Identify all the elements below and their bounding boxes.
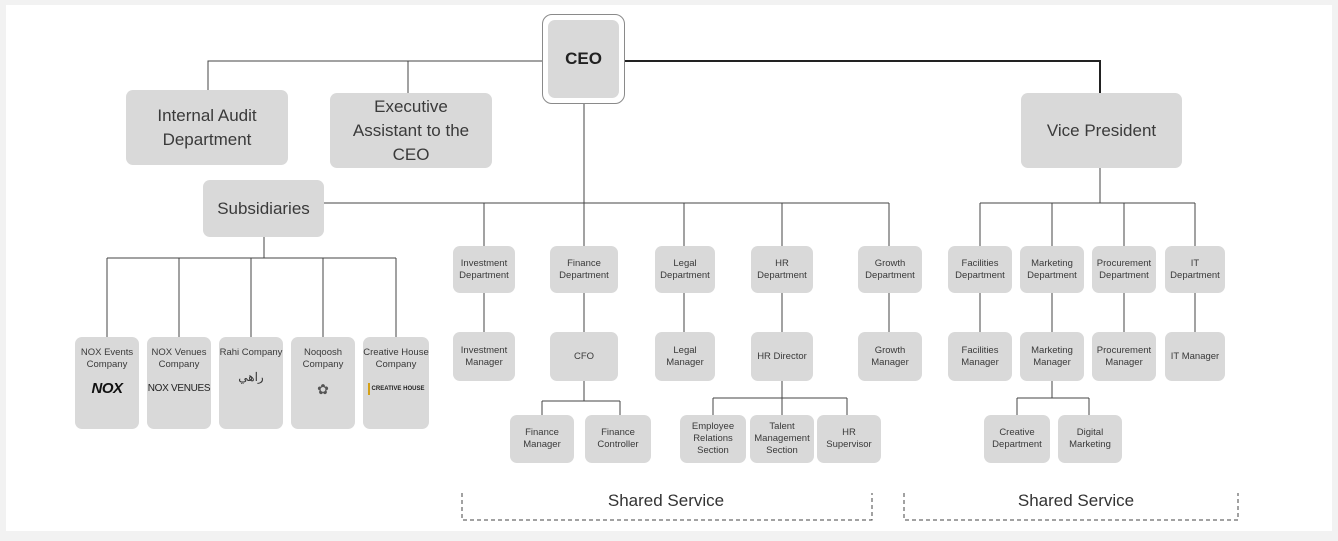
hr-department: HR Department — [751, 246, 813, 293]
marketing-manager: Marketing Manager — [1020, 332, 1084, 381]
procurement-department: Procurement Department — [1092, 246, 1156, 293]
creative-house-logo: CREATIVE HOUSE — [367, 383, 424, 395]
investment-department: Investment Department — [453, 246, 515, 293]
growth-manager: Growth Manager — [858, 332, 922, 381]
executive-assistant-box: Executive Assistant to the CEO — [330, 93, 492, 168]
subsidiary-name: Noqoosh Company — [302, 347, 344, 370]
growth-department: Growth Department — [858, 246, 922, 293]
subsidiary-nox-venues: NOX Venues Company NOX VENUES — [147, 337, 211, 429]
org-chart: CEO Internal Audit Department Executive … — [6, 5, 1332, 531]
cfo: CFO — [550, 332, 618, 381]
nox-events-logo: NOX — [91, 380, 123, 397]
finance-manager: Finance Manager — [510, 415, 574, 463]
it-manager: IT Manager — [1165, 332, 1225, 381]
subsidiary-name: NOX Events Company — [80, 347, 134, 370]
subsidiaries-box: Subsidiaries — [203, 180, 324, 237]
subsidiary-noqoosh: Noqoosh Company ✿ — [291, 337, 355, 429]
hr-supervisor: HR Supervisor — [817, 415, 881, 463]
procurement-manager: Procurement Manager — [1092, 332, 1156, 381]
vice-president-box: Vice President — [1021, 93, 1182, 168]
finance-controller: Finance Controller — [585, 415, 651, 463]
subsidiary-name: NOX Venues Company — [151, 347, 207, 370]
connector-lines — [106, 60, 1239, 521]
subsidiary-name: Creative House Company — [363, 347, 429, 370]
investment-manager: Investment Manager — [453, 332, 515, 381]
shared-service-label-vp: Shared Service — [1017, 491, 1135, 510]
legal-manager: Legal Manager — [655, 332, 715, 381]
it-department: IT Department — [1165, 246, 1225, 293]
finance-department: Finance Department — [550, 246, 618, 293]
employee-relations-section: Employee Relations Section — [680, 415, 746, 463]
subsidiary-rahi: Rahi Company راهي — [219, 337, 283, 429]
facilities-department: Facilities Department — [948, 246, 1012, 293]
hr-director: HR Director — [751, 332, 813, 381]
subsidiary-creative-house: Creative House Company CREATIVE HOUSE — [363, 337, 429, 429]
subsidiary-nox-events: NOX Events Company NOX — [75, 337, 139, 429]
marketing-department: Marketing Department — [1020, 246, 1084, 293]
internal-audit-box: Internal Audit Department — [126, 90, 288, 165]
subsidiary-name: Rahi Company — [219, 347, 283, 358]
nox-venues-logo: NOX VENUES — [147, 383, 211, 394]
facilities-manager: Facilities Manager — [948, 332, 1012, 381]
rahi-logo: راهي — [238, 370, 264, 384]
shared-service-label-ceo: Shared Service — [607, 491, 725, 510]
noqoosh-logo: ✿ — [317, 381, 329, 397]
legal-department: Legal Department — [655, 246, 715, 293]
talent-management-section: Talent Management Section — [750, 415, 814, 463]
ceo-box: CEO — [548, 20, 619, 98]
digital-marketing: Digital Marketing — [1058, 415, 1122, 463]
creative-department: Creative Department — [984, 415, 1050, 463]
